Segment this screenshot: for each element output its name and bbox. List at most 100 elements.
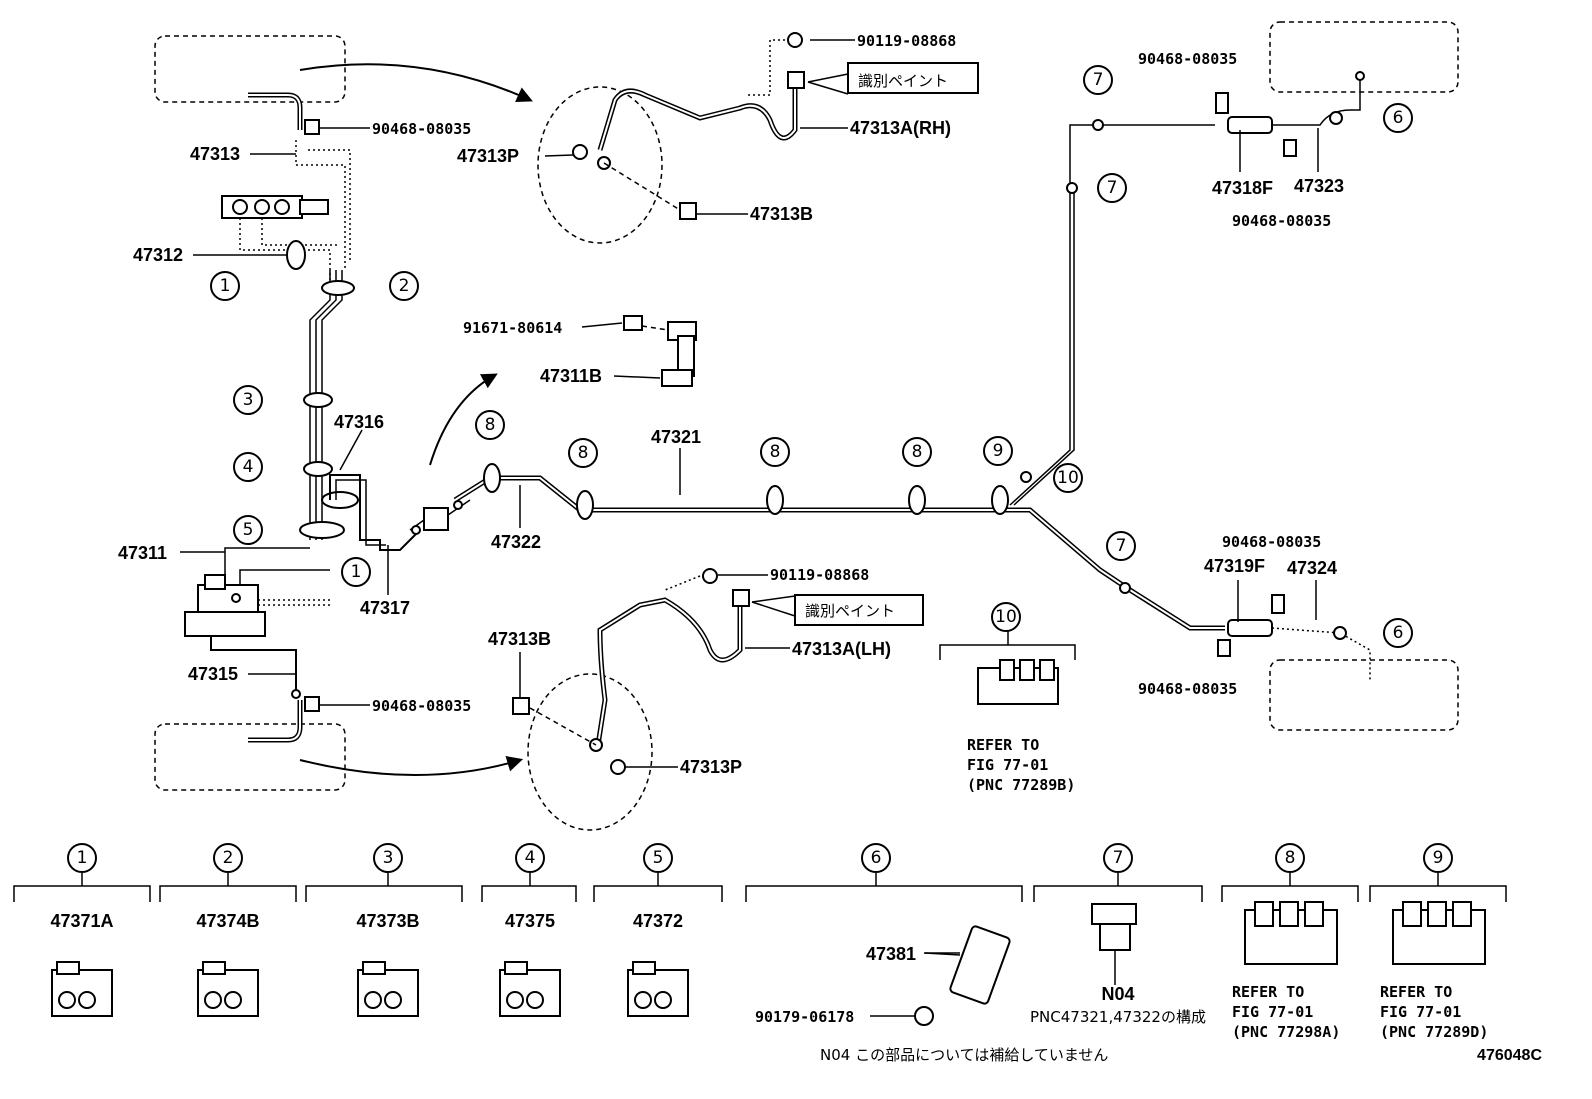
label-47313b-bot: 47313B [488, 629, 551, 649]
svg-text:10: 10 [1057, 468, 1079, 488]
callout-3: 3 [233, 385, 263, 415]
figure-code: 476048C [1477, 1047, 1542, 1064]
legend-number: 6 [871, 848, 882, 868]
ref10-line3: (PNC 77289B) [967, 776, 1075, 794]
callout-16: 7 [1106, 531, 1136, 561]
label-90468-08035-b: 90468-08035 [372, 697, 471, 715]
legend-part: 47371A [50, 911, 113, 931]
svg-text:8: 8 [770, 442, 781, 462]
legend-number: 9 [1433, 848, 1444, 868]
label-paint-top: 識別ペイント [858, 72, 948, 90]
legend-item-6: 6 [745, 843, 1023, 1026]
svg-text:6: 6 [1393, 108, 1404, 128]
svg-text:3: 3 [243, 390, 254, 410]
legend-number: 1 [77, 848, 88, 868]
legend-ref1: REFER TO [1232, 983, 1304, 1001]
callout-17: 6 [1383, 618, 1413, 648]
svg-text:8: 8 [578, 443, 589, 463]
callout-5: 5 [233, 515, 263, 545]
brake-hose-lh [512, 568, 924, 831]
legend-part: 47374B [196, 911, 259, 931]
footnote-n04: N04 この部品については補給していません [820, 1046, 1108, 1064]
legend-number: 5 [653, 848, 664, 868]
rear-hose-rh [1215, 21, 1459, 157]
label-47321: 47321 [651, 427, 701, 447]
label-91671-80614: 91671-80614 [463, 319, 562, 337]
bracket-47311b [623, 315, 697, 387]
label-47324: 47324 [1287, 558, 1337, 578]
callout-9: 8 [760, 437, 790, 467]
label-47313a-rh: 47313A(RH) [850, 118, 951, 138]
label-47313p-top: 47313P [457, 146, 519, 166]
label-47323: 47323 [1294, 176, 1344, 196]
valve-47312 [221, 195, 338, 280]
legend-ref3: (PNC 77298A) [1232, 1023, 1340, 1041]
callout-2: 2 [389, 271, 419, 301]
label-47313: 47313 [190, 144, 240, 164]
callout-1: 1 [210, 271, 240, 301]
callout-18: 10 [991, 602, 1021, 632]
legend-item-1: 1 47371A [13, 843, 151, 1017]
svg-text:6: 6 [1393, 623, 1404, 643]
svg-text:7: 7 [1116, 536, 1127, 556]
svg-text:8: 8 [485, 415, 496, 435]
label-47319f: 47319F [1204, 556, 1265, 576]
svg-text:10: 10 [995, 607, 1017, 627]
callout-13: 7 [1083, 65, 1113, 95]
legend-item-7: 7 [1033, 843, 1203, 985]
label-90119-08868-bot: 90119-08868 [770, 566, 869, 584]
svg-text:8: 8 [912, 442, 923, 462]
callout-circles: 1 2 3 4 5 1 8 8 8 8 9 10 7 7 6 7 6 10 [210, 65, 1413, 648]
legend-ref3: (PNC 77289D) [1380, 1023, 1488, 1041]
label-47318f: 47318F [1212, 178, 1273, 198]
label-n04: N04 [1101, 984, 1134, 1004]
actuator-47311 [184, 547, 330, 699]
label-90468-08035-c: 90468-08035 [1138, 50, 1237, 68]
label-47313p-bot: 47313P [680, 757, 742, 777]
legend-part: 47375 [505, 911, 555, 931]
legend-number: 7 [1113, 848, 1124, 868]
callout-14: 7 [1097, 173, 1127, 203]
ref-10-clamp [939, 630, 1076, 705]
label-90468-08035-a: 90468-08035 [372, 120, 471, 138]
callout-7: 8 [475, 410, 505, 440]
svg-text:2: 2 [399, 276, 410, 296]
main-brake-line [453, 119, 1225, 631]
callout-11: 9 [983, 436, 1013, 466]
legend-number: 8 [1285, 848, 1296, 868]
callout-6: 1 [341, 557, 371, 587]
label-47313a-lh: 47313A(LH) [792, 639, 891, 659]
arrow-to-bracket [429, 373, 498, 466]
svg-text:7: 7 [1107, 178, 1118, 198]
body-outline-bottom-left [154, 700, 524, 791]
rear-hose-lh [1217, 594, 1459, 731]
union-fitting [409, 499, 471, 535]
callout-12: 10 [1053, 463, 1083, 493]
legend-part: 47372 [633, 911, 683, 931]
label-47315: 47315 [188, 664, 238, 684]
label-47317: 47317 [360, 598, 410, 618]
svg-text:7: 7 [1093, 70, 1104, 90]
legend-number: 2 [223, 848, 234, 868]
svg-text:1: 1 [351, 562, 362, 582]
label-47313b-top: 47313B [750, 204, 813, 224]
label-paint-bot: 識別ペイント [805, 602, 895, 620]
label-47312: 47312 [133, 245, 183, 265]
main-line-clamps [483, 463, 1009, 520]
svg-text:4: 4 [243, 457, 254, 477]
legend-ref1: REFER TO [1380, 983, 1452, 1001]
legend-ref2: FIG 77-01 [1232, 1003, 1313, 1021]
ref10-line1: REFER TO [967, 736, 1039, 754]
label-90119-08868-top: 90119-08868 [857, 32, 956, 50]
part-labels: 90119-08868 識別ペイント 47313A(RH) 47313P 473… [118, 32, 1344, 794]
label-90468-08035-e: 90468-08035 [1222, 533, 1321, 551]
svg-text:1: 1 [220, 276, 231, 296]
svg-text:5: 5 [243, 520, 254, 540]
brake-hose-rh [537, 32, 979, 244]
label-47316: 47316 [334, 412, 384, 432]
